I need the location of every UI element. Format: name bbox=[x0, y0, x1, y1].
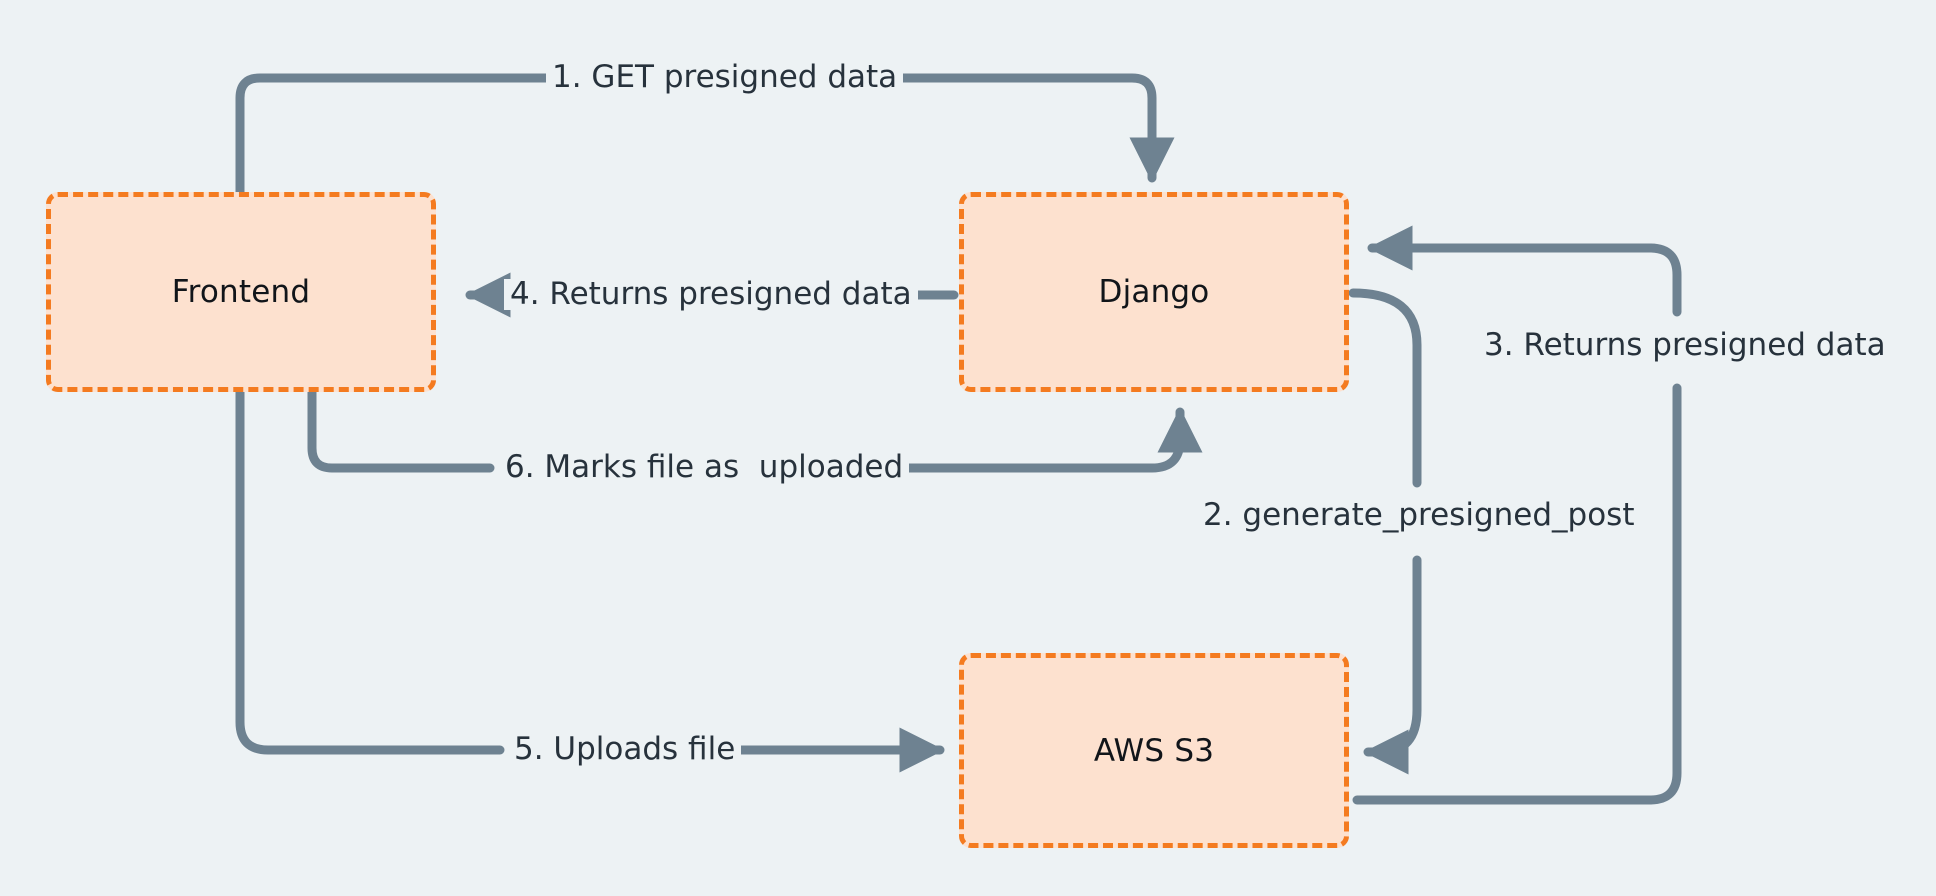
edge-6-path-b bbox=[900, 407, 1203, 473]
edge-label-5: 5. Uploads file bbox=[508, 734, 742, 765]
node-aws-s3[interactable]: AWS S3 bbox=[959, 653, 1349, 848]
edge-label-3: 3. Returns presigned data bbox=[1478, 330, 1892, 361]
edge-label-2: 2. generate_presigned_post bbox=[1197, 500, 1641, 531]
edge-3-path-b bbox=[1367, 225, 1682, 317]
edge-2-path bbox=[1348, 288, 1422, 488]
node-django[interactable]: Django bbox=[959, 192, 1349, 392]
edge-3-path bbox=[1352, 383, 1682, 805]
node-frontend-label: Frontend bbox=[171, 274, 311, 310]
edge-label-1: 1. GET presigned data bbox=[546, 62, 904, 93]
edge-label-4: 4. Returns presigned data bbox=[504, 279, 918, 310]
edge-1-path bbox=[235, 73, 1175, 203]
node-aws-s3-label: AWS S3 bbox=[1093, 732, 1215, 769]
edge-2-path-b bbox=[1363, 555, 1422, 775]
node-frontend[interactable]: Frontend bbox=[46, 192, 436, 392]
edge-5-path bbox=[235, 387, 505, 755]
node-django-label: Django bbox=[1098, 274, 1210, 310]
edge-6-path bbox=[307, 387, 495, 473]
edge-label-6: 6. Marks file as uploaded bbox=[499, 452, 910, 483]
